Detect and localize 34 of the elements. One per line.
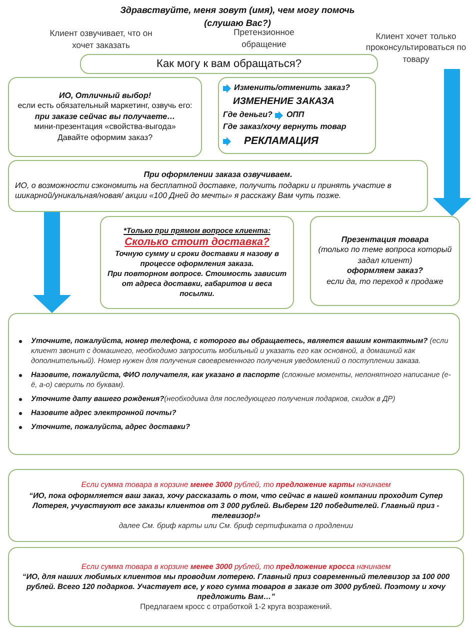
- box-heading: Сколько стоит доставка?: [124, 236, 270, 250]
- flow-arrow: [33, 212, 71, 313]
- box-text: если да, то переход к продаже: [326, 276, 444, 288]
- box-heading: РЕКЛАМАЦИЯ: [244, 134, 318, 148]
- note-text: Клиент хочет только проконсультироваться по товару: [360, 27, 472, 69]
- box-text: Давайте оформим заказ?: [57, 132, 153, 144]
- box-text: Где заказ/хочу вернуть товар: [223, 122, 346, 133]
- box-text: Изменить/отменить заказ?: [234, 83, 350, 94]
- question-text: Как могу к вам обращаться?: [156, 58, 302, 70]
- box-text: мини-презентация «свойства-выгода»: [34, 122, 176, 133]
- script-box: [8, 160, 428, 212]
- box-text: Где деньги?: [223, 110, 272, 120]
- box-heading: При оформлении заказа озвучиваем.: [144, 170, 292, 181]
- presentation-box: [310, 216, 460, 306]
- flow-arrow: [433, 69, 471, 216]
- checklist-box: [8, 313, 460, 455]
- box-heading: ИЗМЕНЕНИЕ ЗАКАЗА: [233, 96, 334, 108]
- box-text: (только по теме вопроса который задал клиент): [317, 245, 453, 266]
- greeting-heading: Здравствуйте, меня зовут (имя), чем могу помочь (слушаю Вас?): [120, 4, 355, 29]
- branch-label: Претензионное обращение: [234, 27, 296, 50]
- delivery-box: [100, 216, 294, 309]
- branch-label: Клиент озвучивает, что он хочет заказать: [48, 28, 154, 51]
- box-text: при заказе сейчас вы получаете…: [34, 112, 176, 122]
- offer-box: [8, 469, 464, 542]
- script-box: [8, 77, 202, 157]
- box-text: если есть обязательный маркетинг, озвучь его:: [18, 101, 192, 112]
- question-box: [80, 54, 378, 74]
- box-heading: Презентация товара: [341, 234, 429, 246]
- complaint-box: [218, 77, 376, 154]
- box-text: ИО, о возможности сэкономить на бесплатной доставке, получить подарки и принять участие в шикарной/уникальная/новая/ акции «100 Дней до мечты» я расскажу Вам чуть позже.: [15, 180, 392, 202]
- box-heading: ИО, Отличный выбор!: [58, 90, 151, 102]
- box-text: оформляем заказ?: [347, 266, 423, 277]
- offer-box: [8, 547, 464, 627]
- box-text: ОПП: [286, 110, 304, 120]
